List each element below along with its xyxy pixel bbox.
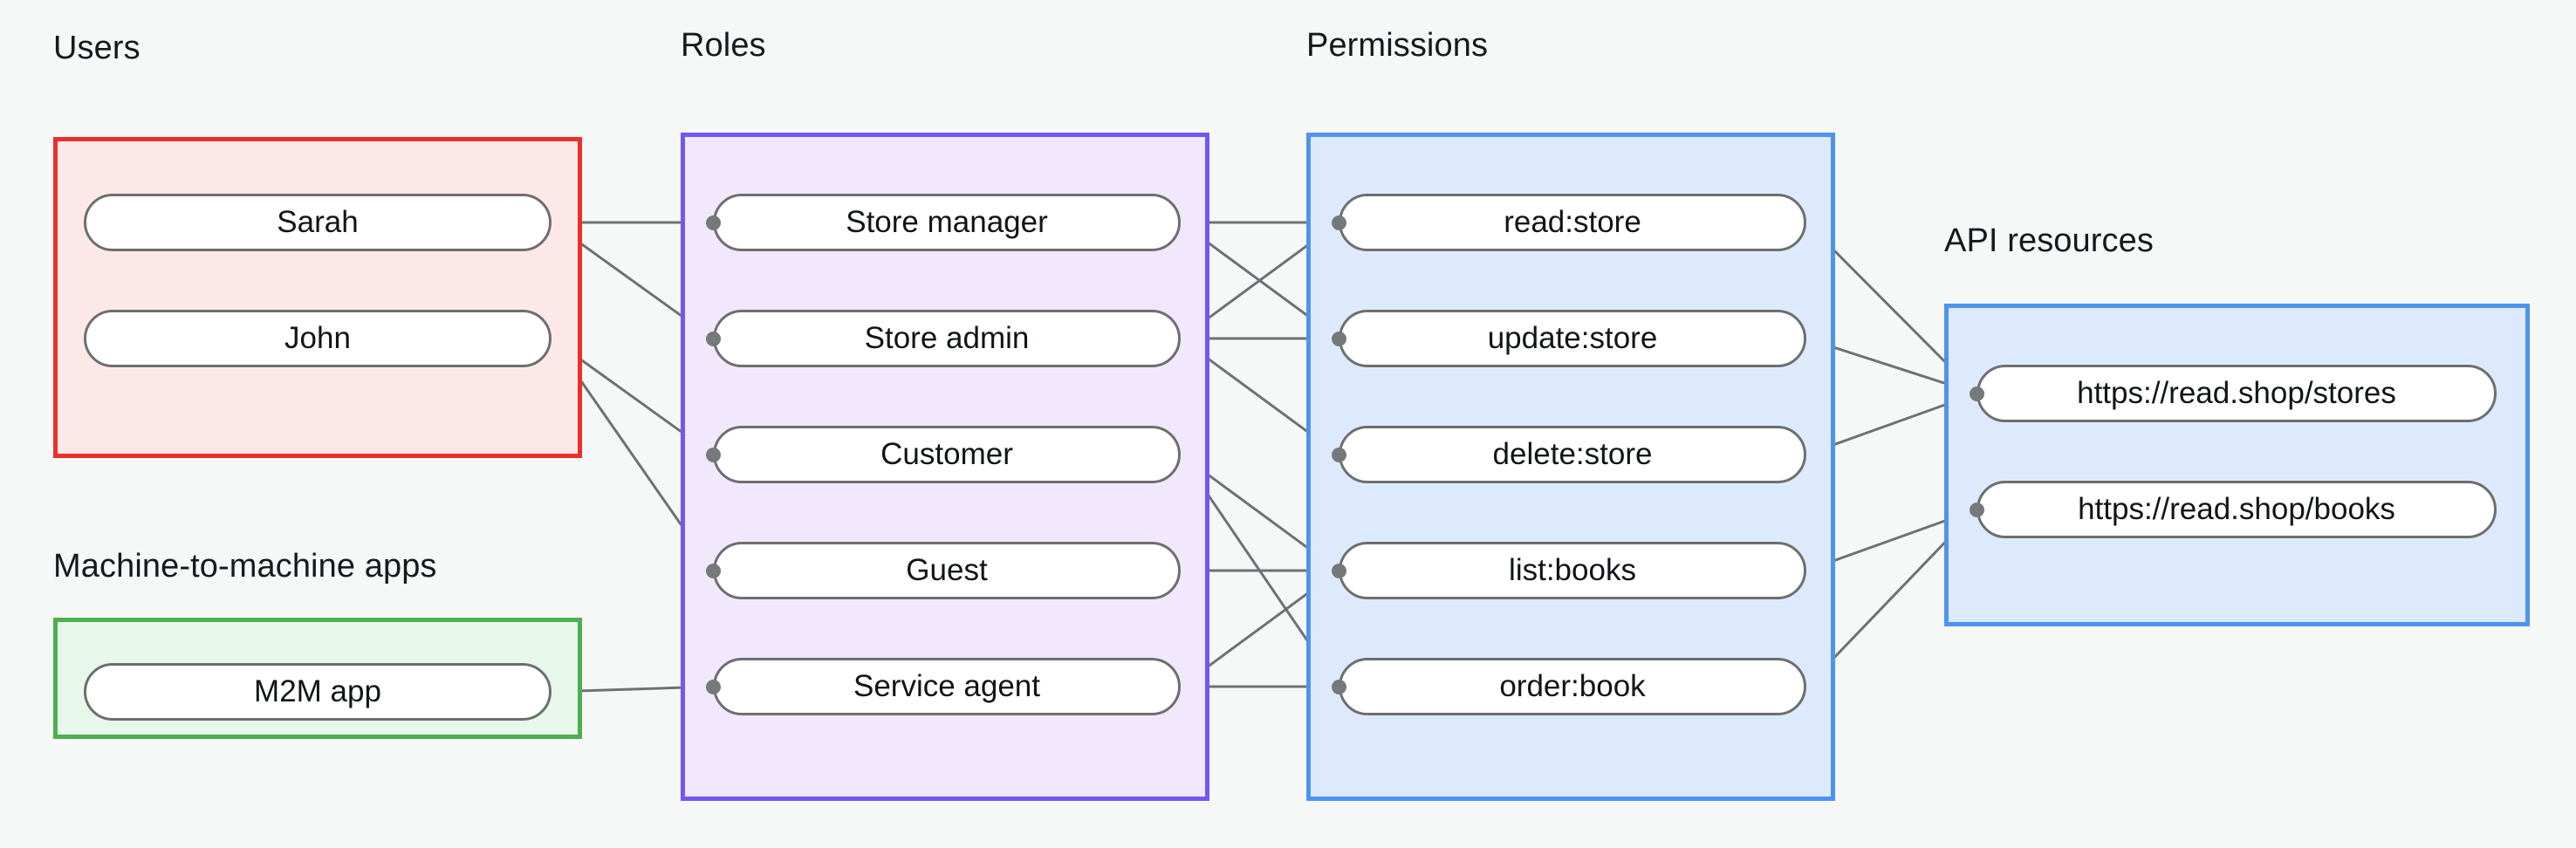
group-box-users	[53, 137, 582, 458]
node-orderbook[interactable]: order:book	[1339, 658, 1806, 715]
group-title-permissions: Permissions	[1306, 27, 1489, 64]
node-guest[interactable]: Guest	[713, 542, 1181, 599]
node-delstore[interactable]: delete:store	[1339, 426, 1806, 483]
connector-dot-customer	[706, 448, 721, 462]
connector-dot-delstore	[1332, 448, 1346, 462]
connector-dot-guest	[706, 564, 721, 578]
node-label: Store manager	[846, 205, 1048, 239]
node-john[interactable]: John	[84, 310, 552, 367]
group-box-api	[1944, 304, 2530, 626]
group-title-m2m: Machine-to-machine apps	[53, 548, 437, 585]
node-apibooks[interactable]: https://read.shop/books	[1977, 481, 2497, 538]
node-apistores[interactable]: https://read.shop/stores	[1977, 365, 2497, 422]
connector-dot-orderbook	[1332, 680, 1346, 694]
node-label: update:store	[1487, 321, 1658, 355]
node-label: Customer	[880, 437, 1013, 471]
node-sarah[interactable]: Sarah	[84, 194, 552, 251]
connector-dot-readstore	[1332, 215, 1346, 230]
connector-dot-apistores	[1970, 386, 1984, 401]
node-label: delete:store	[1492, 437, 1653, 471]
node-label: John	[284, 321, 351, 355]
node-label: read:store	[1504, 205, 1641, 239]
connector-dot-svcagent	[706, 680, 721, 694]
node-storemgr[interactable]: Store manager	[713, 194, 1181, 251]
connector-dot-updstore	[1332, 332, 1346, 346]
group-title-api: API resources	[1944, 222, 2154, 259]
connector-dot-apibooks	[1970, 503, 1984, 517]
group-title-users: Users	[53, 30, 140, 66]
node-label: Guest	[906, 553, 988, 587]
node-listbooks[interactable]: list:books	[1339, 542, 1806, 599]
node-label: Store admin	[864, 321, 1030, 355]
node-label: order:book	[1499, 669, 1646, 703]
connector-dot-storemgr	[706, 215, 721, 230]
node-svcagent[interactable]: Service agent	[713, 658, 1181, 715]
node-label: list:books	[1509, 553, 1636, 587]
node-readstore[interactable]: read:store	[1339, 194, 1806, 251]
group-title-roles: Roles	[681, 27, 766, 64]
node-m2mapp[interactable]: M2M app	[84, 663, 552, 721]
node-label: https://read.shop/stores	[2077, 376, 2396, 410]
node-storeadmin[interactable]: Store admin	[713, 310, 1181, 367]
node-label: https://read.shop/books	[2078, 492, 2395, 526]
connector-dot-listbooks	[1332, 564, 1346, 578]
node-label: M2M app	[254, 674, 381, 708]
node-customer[interactable]: Customer	[713, 426, 1181, 483]
connector-dot-storeadmin	[706, 332, 721, 346]
node-label: Service agent	[853, 669, 1041, 703]
node-updstore[interactable]: update:store	[1339, 310, 1806, 367]
node-label: Sarah	[277, 205, 359, 239]
